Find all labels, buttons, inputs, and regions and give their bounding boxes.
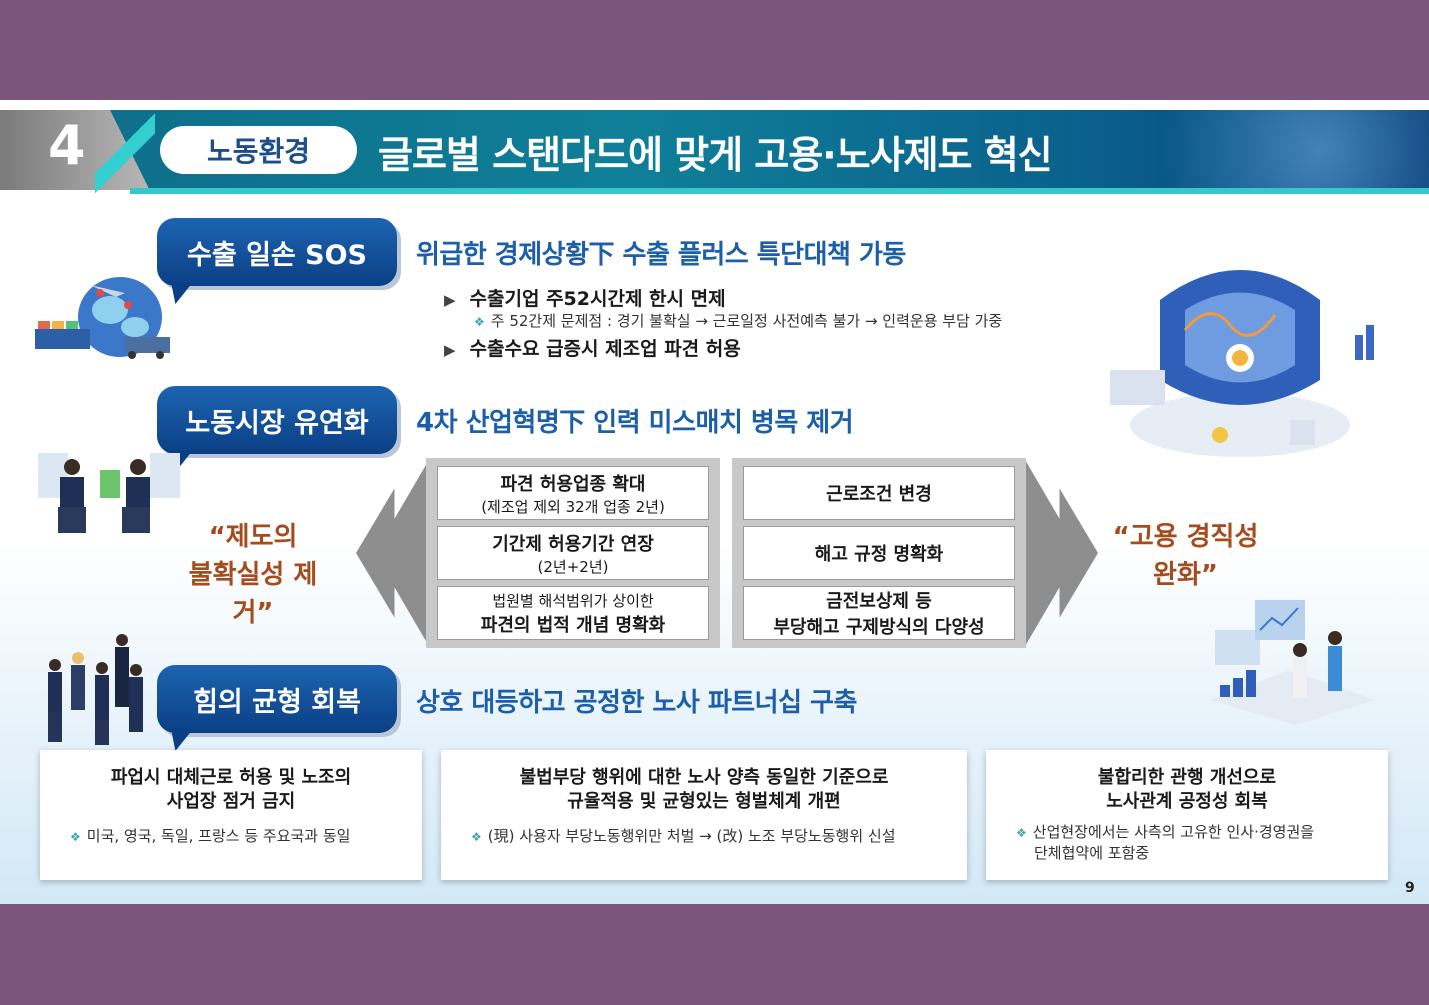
card-equal-standard: 불법부당 행위에 대한 노사 양측 동일한 기준으로 규율적용 및 균형있는 형…: [441, 750, 967, 880]
bullet-1-text: 수출기업 주52시간제 한시 면제: [469, 288, 726, 310]
card-note-text-2: 단체협약에 포함중: [1034, 844, 1150, 862]
cell-bold: 해고 규정 명확화: [814, 544, 944, 565]
data-ring-illustration: [1090, 240, 1390, 470]
business-group-illustration: [40, 630, 150, 750]
cell-small: (2년+2년): [537, 557, 609, 576]
cell-dispatch-definition: 법원별 해석범위가 상이한 파견의 법적 개념 명확화: [437, 586, 709, 640]
right-quote: “고용 경직성 완화”: [1108, 518, 1263, 594]
globe-logistics-illustration: [30, 265, 175, 360]
tag-export-sos: 수출 일손 SOS: [157, 218, 397, 286]
section1-sub-1: ❖ 주 52간제 문제점 : 경기 불확실 → 근로일정 사전예측 불가 → 인력…: [474, 310, 1002, 331]
page-title: 글로벌 스탠다드에 맞게 고용·노사제도 혁신: [378, 133, 1053, 177]
header-slash-decoration: [95, 105, 155, 197]
card-note-text: (現) 사용자 부당노동행위만 처벌 → (改) 노조 부당노동행위 신설: [487, 827, 896, 845]
arrow-right-icon: ▶: [444, 341, 456, 359]
cell-dismissal-rules: 해고 규정 명확화: [743, 526, 1015, 580]
arrow-right-icon: ▶: [444, 291, 456, 309]
section3-heading: 상호 대등하고 공정한 노사 파트너십 구축: [416, 688, 857, 718]
card-note: ❖ (現) 사용자 부당노동행위만 처벌 → (改) 노조 부당노동행위 신설: [441, 826, 896, 847]
section1-bullet-1: ▶ 수출기업 주52시간제 한시 면제: [444, 284, 726, 311]
business-people-illustration: [30, 445, 190, 540]
card-note: ❖ 미국, 영국, 독일, 프랑스 등 주요국과 동일: [40, 826, 350, 847]
left-quote-line-1: “제도의: [208, 522, 298, 552]
card-title-line-1: 불법부당 행위에 대한 노사 양측 동일한 기준으로: [519, 767, 889, 788]
right-quote-line-2: 완화”: [1153, 560, 1218, 590]
cell-bold-2: 부당해고 구제방식의 다양성: [773, 617, 985, 638]
diamond-bullet-icon: ❖: [70, 830, 81, 844]
cell-bold: 기간제 허용기간 연장: [492, 533, 654, 555]
cell-bold: 금전보상제 등: [826, 591, 932, 612]
cell-small: 법원별 해석범위가 상이한: [492, 591, 654, 610]
card-note-text: 산업현장에서는 사측의 고유한 인사·경영권을: [1032, 823, 1315, 841]
diamond-bullet-icon: ❖: [471, 830, 482, 844]
cell-bold: 파견 허용업종 확대: [500, 473, 646, 495]
tag-power-balance: 힘의 균형 회복: [157, 665, 397, 733]
section2-heading: 4차 산업혁명下 인력 미스매치 병목 제거: [416, 408, 854, 438]
sub-1-text: 주 52간제 문제점 : 경기 불확실 → 근로일정 사전예측 불가 → 인력운…: [490, 312, 1003, 330]
header-underline: [130, 188, 1429, 194]
page-number: 9: [1405, 880, 1415, 896]
cell-working-conditions: 근로조건 변경: [743, 466, 1015, 520]
card-title-line-1: 파업시 대체근로 허용 및 노조의: [110, 767, 352, 788]
card-title-line-2: 사업장 점거 금지: [166, 791, 296, 812]
card-note: ❖ 산업현장에서는 사측의 고유한 인사·경영권을 단체협약에 포함중: [986, 822, 1314, 863]
category-pill: 노동환경: [160, 126, 357, 174]
cell-bold: 파견의 법적 개념 명확화: [480, 614, 666, 636]
slide: 4 노동환경 글로벌 스탠다드에 맞게 고용·노사제도 혁신 수출 일손 SOS…: [0, 100, 1429, 904]
right-arrow: [1024, 458, 1098, 648]
left-quote-line-2: 불확실성 제거”: [188, 560, 318, 628]
cell-remedy-diversity: 금전보상제 등 부당해고 구제방식의 다양성: [743, 586, 1015, 640]
cell-bold: 근로조건 변경: [826, 484, 932, 505]
card-fair-relations: 불합리한 관행 개선으로 노사관계 공정성 회복 ❖ 산업현장에서는 사측의 고유…: [986, 750, 1388, 880]
cell-fixed-term-extension: 기간제 허용기간 연장 (2년+2년): [437, 526, 709, 580]
card-title-line-2: 노사관계 공정성 회복: [1106, 791, 1268, 812]
diamond-bullet-icon: ❖: [474, 315, 485, 329]
right-quote-line-1: “고용 경직성: [1112, 522, 1259, 552]
header-decoration: [1060, 110, 1429, 190]
card-title-line-2: 규율적용 및 균형있는 형벌체계 개편: [567, 791, 841, 812]
left-quote: “제도의 불확실성 제거”: [178, 518, 328, 632]
section1-heading: 위급한 경제상황下 수출 플러스 특단대책 가동: [416, 240, 906, 270]
tag-labor-flexibility: 노동시장 유연화: [157, 386, 397, 454]
card-strike-replacement: 파업시 대체근로 허용 및 노조의 사업장 점거 금지 ❖ 미국, 영국, 독일,…: [40, 750, 422, 880]
card-note-text: 미국, 영국, 독일, 프랑스 등 주요국과 동일: [86, 827, 351, 845]
section1-bullet-2: ▶ 수출수요 급증시 제조업 파견 허용: [444, 334, 741, 361]
analytics-illustration: [1200, 590, 1380, 725]
section-number: 4: [48, 114, 86, 177]
diamond-bullet-icon: ❖: [1016, 826, 1027, 840]
left-arrow: [356, 458, 430, 648]
cell-small: (제조업 제외 32개 업종 2년): [481, 497, 665, 516]
bullet-2-text: 수출수요 급증시 제조업 파견 허용: [469, 338, 741, 360]
card-title-line-1: 불합리한 관행 개선으로: [1097, 767, 1277, 788]
cell-dispatch-expansion: 파견 허용업종 확대 (제조업 제외 32개 업종 2년): [437, 466, 709, 520]
